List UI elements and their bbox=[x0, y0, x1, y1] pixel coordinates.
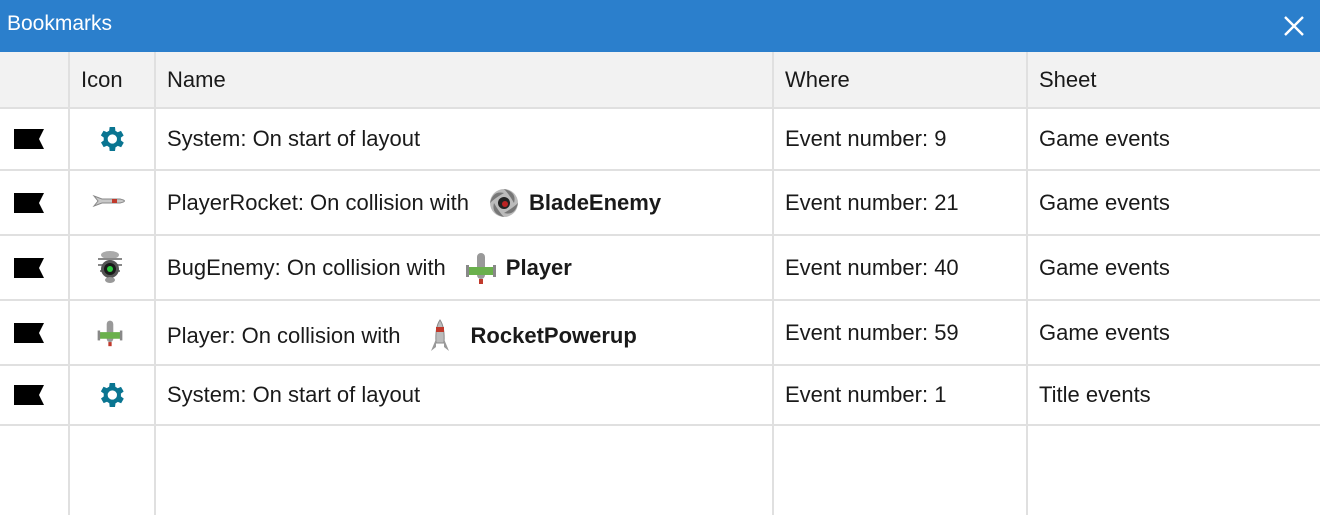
flag-icon[interactable] bbox=[14, 109, 44, 169]
rocket-powerup-icon bbox=[430, 319, 449, 351]
title-bar: Bookmarks bbox=[0, 0, 1320, 52]
bookmarks-table: Icon Name Where Sheet System: On start o… bbox=[0, 52, 1320, 515]
column-header-name[interactable]: Name bbox=[167, 67, 226, 92]
gear-icon bbox=[95, 366, 127, 424]
collision-target: BladeEnemy bbox=[529, 189, 662, 215]
event-where: Event number: 59 bbox=[785, 319, 959, 345]
event-where: Event number: 40 bbox=[785, 254, 959, 280]
event-where: Event number: 21 bbox=[785, 189, 959, 215]
player-ship-icon bbox=[465, 252, 496, 284]
table-header: Icon Name Where Sheet bbox=[0, 52, 1320, 108]
player-ship-icon bbox=[96, 301, 124, 364]
event-sheet: Game events bbox=[1039, 189, 1170, 215]
event-sheet: Game events bbox=[1039, 126, 1170, 151]
event-name: BugEnemy: On collision with bbox=[167, 254, 446, 280]
event-name: System: On start of layout bbox=[167, 382, 421, 407]
event-name: PlayerRocket: On collision with bbox=[167, 189, 470, 215]
event-sheet: Title events bbox=[1039, 382, 1151, 407]
flag-icon[interactable] bbox=[14, 236, 44, 299]
event-name: Player: On collision with bbox=[167, 323, 401, 348]
blade-enemy-icon bbox=[490, 188, 519, 217]
collision-target: Player bbox=[505, 254, 572, 280]
rocket-icon bbox=[92, 171, 130, 231]
column-header-where[interactable]: Where bbox=[785, 67, 850, 92]
flag-icon[interactable] bbox=[14, 171, 44, 234]
column-header-icon[interactable]: Icon bbox=[81, 67, 123, 92]
event-name: System: On start of layout bbox=[167, 126, 421, 151]
gear-icon bbox=[95, 109, 127, 169]
event-where: Event number: 9 bbox=[785, 126, 947, 151]
flag-icon[interactable] bbox=[14, 366, 44, 424]
flag-icon[interactable] bbox=[14, 301, 44, 364]
window-title: Bookmarks bbox=[7, 12, 113, 35]
bug-enemy-icon bbox=[96, 236, 124, 299]
column-header-sheet[interactable]: Sheet bbox=[1039, 67, 1097, 92]
collision-target: RocketPowerup bbox=[470, 323, 637, 348]
event-sheet: Game events bbox=[1039, 319, 1170, 345]
event-sheet: Game events bbox=[1039, 254, 1170, 280]
event-where: Event number: 1 bbox=[785, 382, 947, 407]
close-icon[interactable] bbox=[1282, 14, 1306, 38]
